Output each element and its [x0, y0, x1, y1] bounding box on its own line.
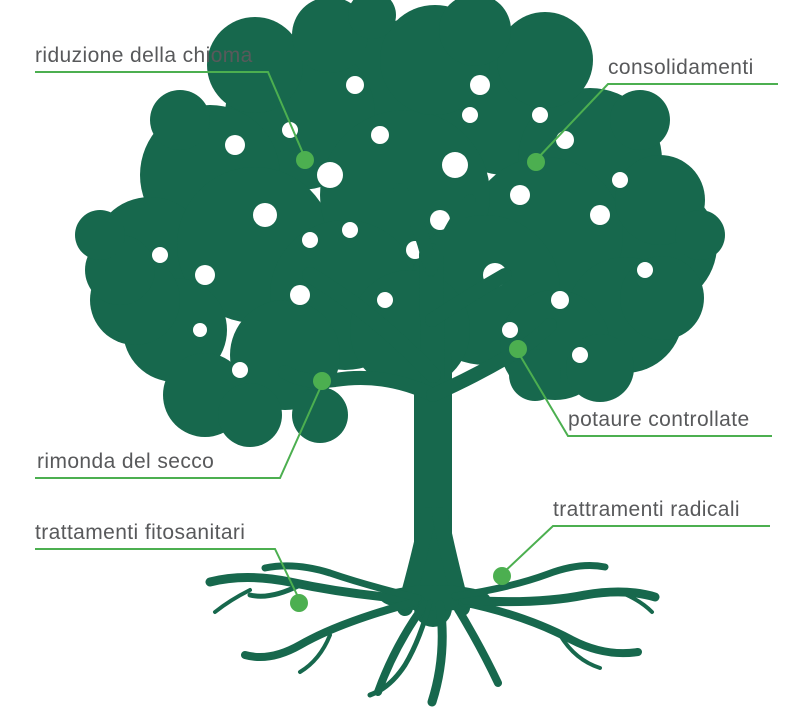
marker-dots — [290, 151, 545, 612]
label-consolidamenti: consolidamenti — [608, 56, 754, 79]
connector-line-trattramenti-radicali — [501, 525, 770, 575]
marker-dot-trattramenti-radicali — [493, 567, 511, 585]
connector-lines — [35, 71, 778, 602]
label-trattamenti-fitosanitari: trattamenti fitosanitari — [35, 521, 246, 544]
marker-dot-riduzione-della-chioma — [296, 151, 314, 169]
label-trattramenti-radicali: trattramenti radicali — [553, 498, 740, 521]
tree-crown — [75, 0, 725, 447]
marker-dot-trattamenti-fitosanitari — [290, 594, 308, 612]
marker-dot-rimonda-del-secco — [313, 372, 331, 390]
connector-line-riduzione-della-chioma — [35, 71, 306, 159]
connector-line-consolidamenti — [535, 83, 778, 161]
tree-illustration — [75, 0, 725, 707]
marker-dot-consolidamenti — [527, 153, 545, 171]
connector-line-rimonda-del-secco — [35, 383, 323, 479]
connector-line-trattamenti-fitosanitari — [35, 548, 301, 602]
label-potaure-controllate: potaure controllate — [568, 408, 750, 431]
tree-crown-gaps — [152, 75, 653, 378]
marker-dot-potaure-controllate — [509, 340, 527, 358]
connector-line-potaure-controllate — [517, 351, 772, 437]
label-riduzione-della-chioma: riduzione della chioma — [35, 44, 253, 67]
label-rimonda-del-secco: rimonda del secco — [37, 450, 215, 473]
tree-roots — [205, 562, 660, 707]
